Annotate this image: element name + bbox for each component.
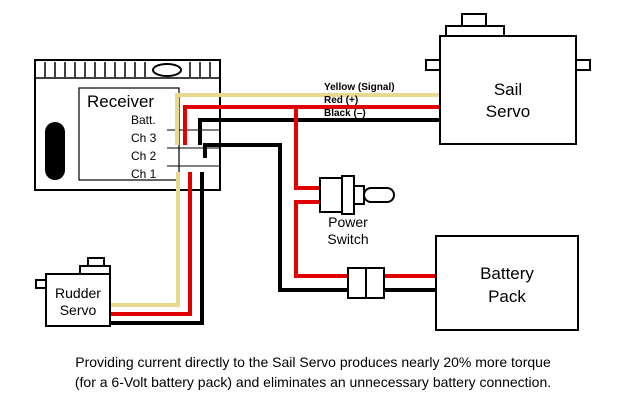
sail-servo-label-line1: Sail — [494, 80, 522, 99]
rudder-servo-tab-left — [35, 279, 47, 289]
sail-servo-label-line2: Servo — [486, 102, 530, 121]
receiver-label-panel — [78, 87, 180, 181]
rudder-servo-top — [79, 265, 111, 275]
receiver-channel-2: Ch 2 — [131, 149, 157, 163]
sail-servo-top — [445, 25, 505, 37]
rudder-positive-wire — [110, 172, 192, 316]
rudder-servo-body — [45, 273, 111, 327]
wires — [110, 93, 440, 325]
rudder-servo-label-line2: Servo — [60, 302, 97, 318]
receiver-channel-1: Ch 1 — [131, 167, 157, 181]
sail-servo-body — [439, 35, 577, 145]
sail-servo: Sail Servo — [425, 13, 591, 145]
rudder-negative-wire — [110, 172, 204, 325]
power-switch-label-line1: Power — [328, 214, 368, 230]
sail-servo-tab-left — [425, 59, 441, 71]
battery-connector — [347, 267, 385, 299]
rudder-servo-label-line1: Rudder — [55, 285, 101, 301]
switch-to-battery-positive-wire — [294, 200, 348, 278]
sail-servo-horn — [461, 13, 487, 27]
battery-pack: Battery Pack — [435, 235, 579, 331]
sail-positive-wire — [183, 105, 440, 145]
switch-toggle-icon — [363, 187, 395, 203]
receiver-channel-batt: Batt. — [131, 113, 156, 127]
power-switch: Power Switch — [319, 175, 395, 247]
receiver-vents — [36, 62, 219, 79]
switch-nut — [341, 175, 355, 215]
receiver: Receiver Batt. Ch 3 Ch 2 Ch 1 — [34, 59, 221, 191]
rudder-signal-wire — [110, 172, 180, 307]
caption: Providing current directly to the Sail S… — [0, 352, 626, 392]
receiver-oval-slot-icon — [45, 122, 65, 180]
receiver-crystal-icon — [152, 63, 182, 77]
wire-label-negative: Black (–) — [324, 108, 366, 119]
receiver-title: Receiver — [87, 92, 154, 111]
sail-signal-wire — [175, 93, 440, 145]
receiver-channel-3: Ch 3 — [131, 131, 157, 145]
switch-body — [319, 177, 343, 213]
negative-to-receiver-wire — [203, 143, 348, 292]
rudder-servo-horn — [87, 257, 105, 267]
battery-pack-label-line1: Battery — [480, 264, 534, 283]
caption-line2: (for a 6-Volt battery pack) and eliminat… — [74, 374, 552, 390]
sail-negative-wire — [198, 118, 440, 145]
wire-label-signal: Yellow (Signal) — [324, 82, 395, 93]
sail-servo-tab-right — [575, 59, 591, 71]
wire-label-positive: Red (+) — [324, 95, 358, 106]
rudder-servo: Rudder Servo — [35, 257, 111, 327]
switch-neck — [353, 185, 365, 205]
battery-pack-label-line2: Pack — [488, 287, 526, 306]
caption-line1: Providing current directly to the Sail S… — [75, 354, 551, 370]
battery-pack-body — [435, 235, 579, 331]
switch-positive-to-sail-wire — [294, 107, 320, 190]
power-switch-label-line2: Switch — [327, 231, 368, 247]
